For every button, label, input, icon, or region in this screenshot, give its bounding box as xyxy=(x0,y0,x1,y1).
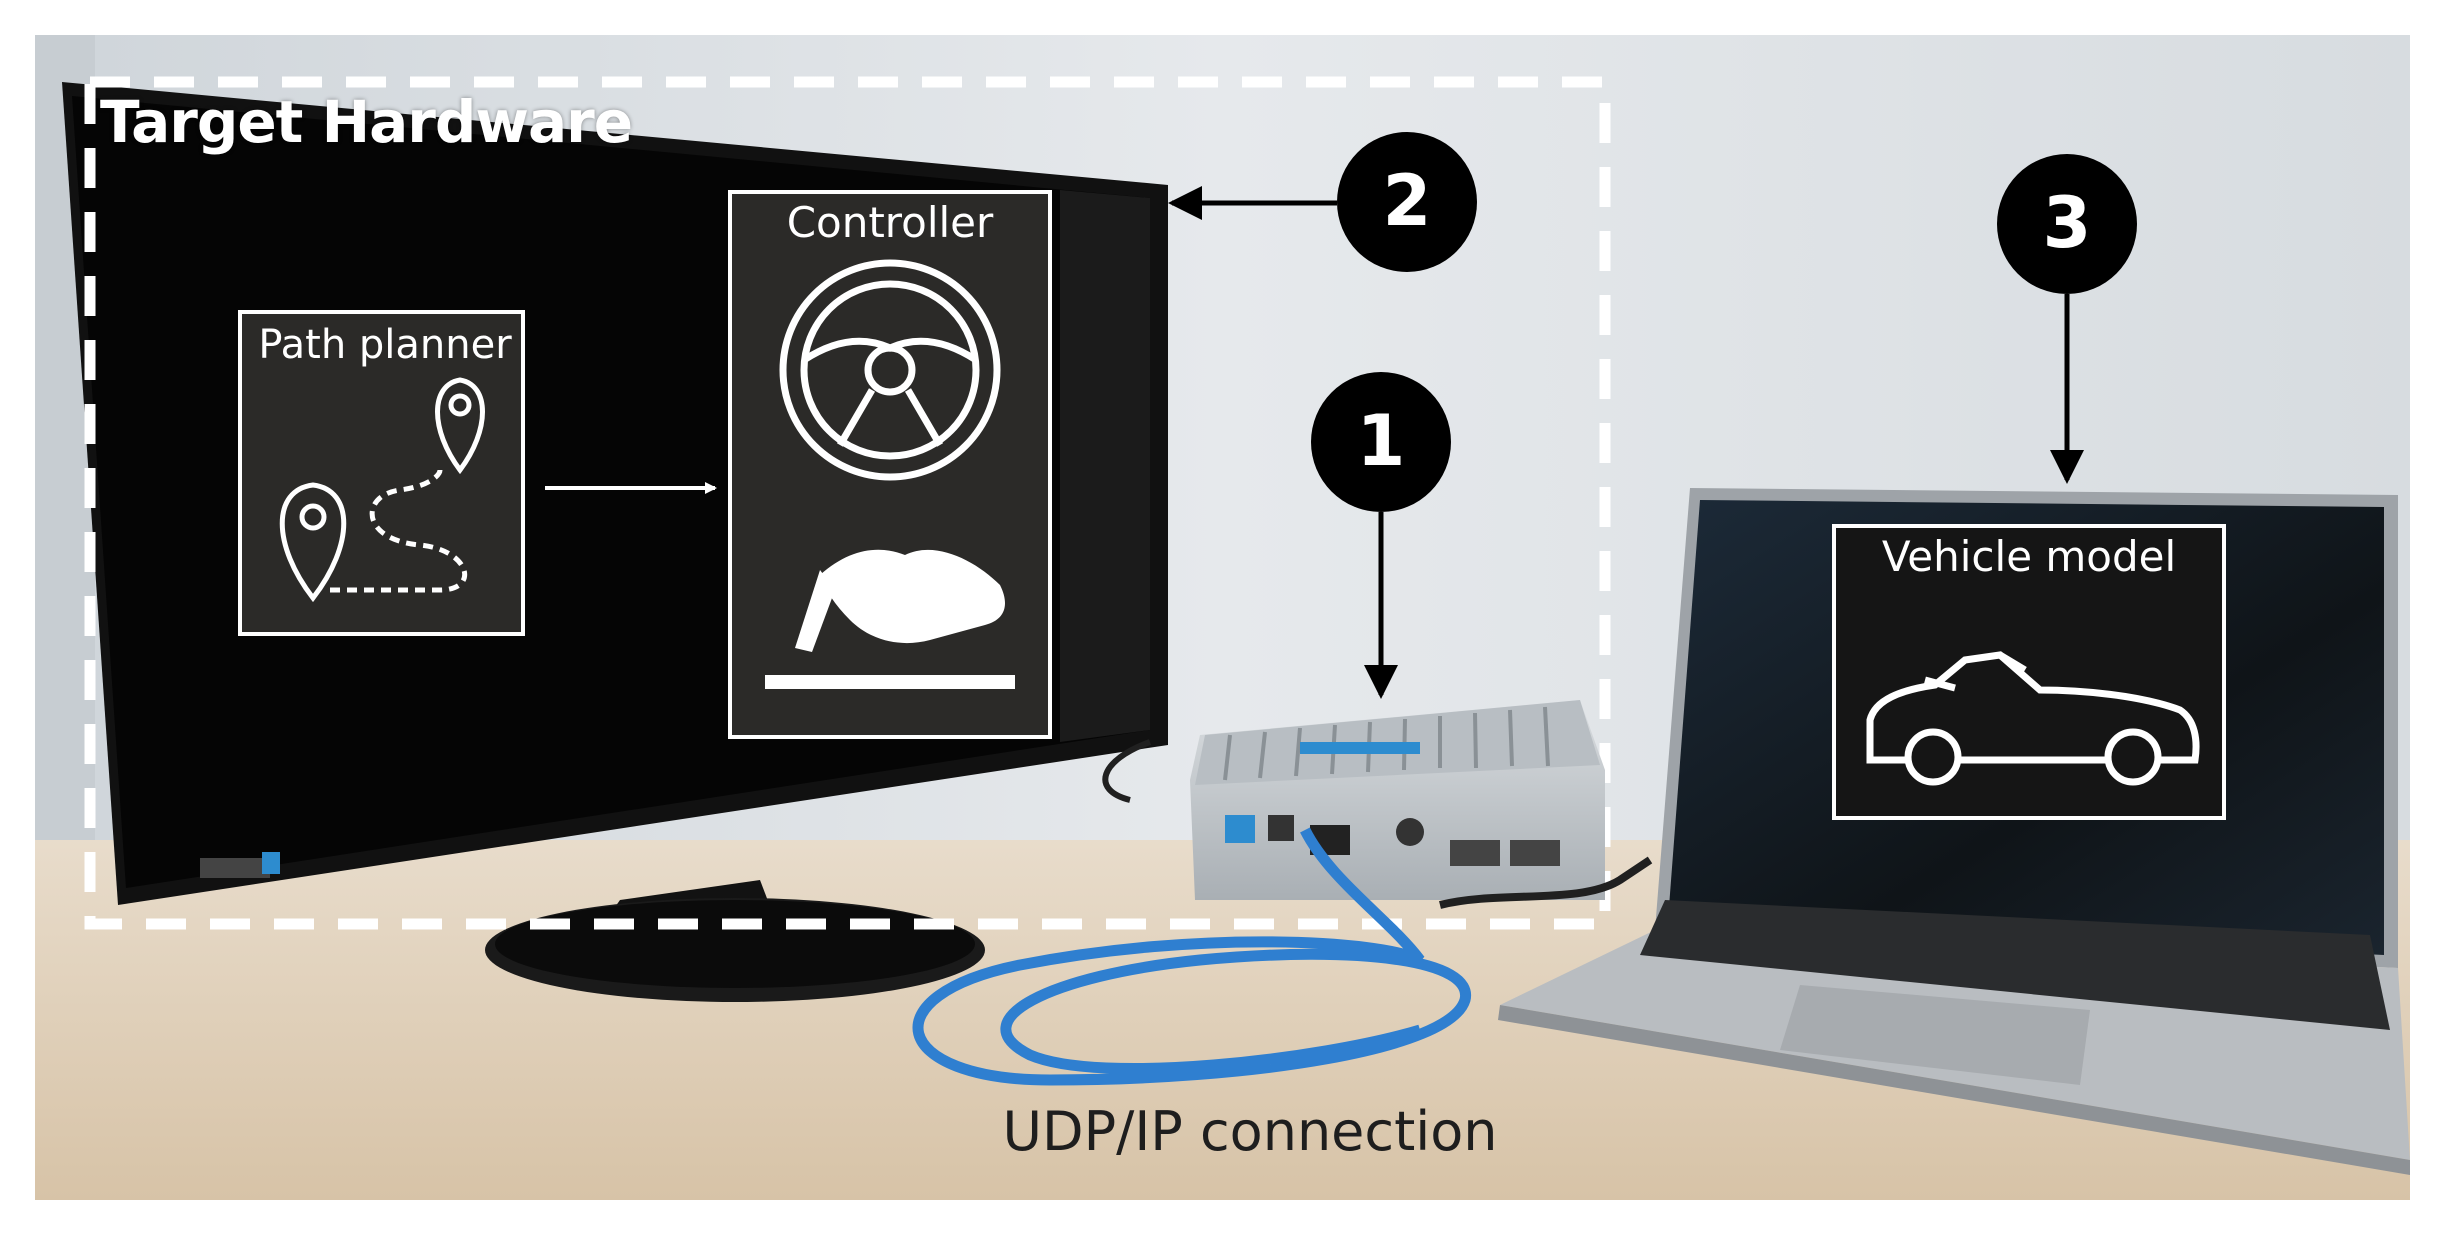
badge-3 xyxy=(1997,154,2137,294)
path-planner-label: Path planner xyxy=(258,322,512,368)
car-icon xyxy=(1866,651,2200,764)
controller-panel xyxy=(728,190,1052,739)
route-path xyxy=(330,469,468,593)
path-planner-panel xyxy=(238,310,525,636)
cable xyxy=(912,739,1653,1086)
map-pin-icon xyxy=(279,377,485,603)
steering-wheel-icon xyxy=(779,259,1001,481)
target-hardware-frame xyxy=(84,76,1611,930)
vehicle-model-label: Vehicle model xyxy=(1881,532,2177,581)
udp-ip-connection-label: UDP/IP connection xyxy=(1002,1100,1498,1163)
vehicle-model-panel xyxy=(1832,524,2226,820)
badge-2-number: 2 xyxy=(1382,160,1432,242)
badge-1 xyxy=(1311,372,1451,512)
target-machine-box xyxy=(1190,700,1605,900)
badge-2 xyxy=(1337,132,1477,272)
badge-3-number: 3 xyxy=(2042,182,2092,264)
controller-label: Controller xyxy=(786,198,994,247)
pedal-foot-icon xyxy=(765,549,1015,689)
target-hardware-title: Target Hardware xyxy=(100,88,633,156)
badge-1-number: 1 xyxy=(1356,400,1406,482)
